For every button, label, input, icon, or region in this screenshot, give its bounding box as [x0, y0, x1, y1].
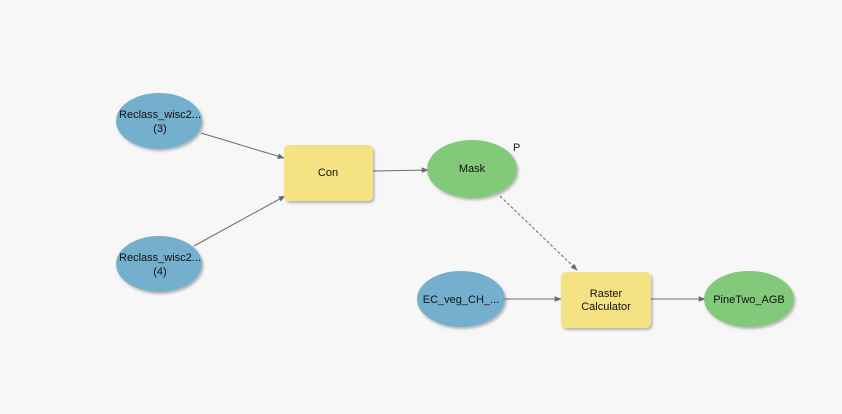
tool-node-raster-calculator[interactable]: Raster Calculator [561, 272, 651, 328]
connector-mask-to-raster-calculator[interactable] [499, 195, 578, 271]
connector-reclass4-to-con[interactable] [193, 195, 286, 247]
node-label: Mask [459, 163, 486, 175]
input-node-ec-veg[interactable]: EC_veg_CH_... [417, 271, 505, 327]
connector-reclass3-to-con[interactable] [200, 132, 285, 159]
node-sublabel: (4) [153, 266, 166, 278]
connector-con-to-mask[interactable] [372, 167, 429, 173]
node-label: Con [318, 167, 338, 179]
node-label: Reclass_wisc2... [119, 252, 201, 264]
node-sublabel: Calculator [581, 301, 631, 313]
tool-node-con[interactable]: Con [284, 145, 373, 201]
derived-node-mask[interactable]: Mask [427, 140, 517, 198]
node-label: Reclass_wisc2... [119, 109, 201, 121]
node-label: PineTwo_AGB [713, 294, 785, 306]
node-sublabel: (3) [153, 123, 166, 135]
input-node-reclass-3[interactable]: Reclass_wisc2... (3) [116, 93, 202, 149]
derived-node-pinetwo-agb[interactable]: PineTwo_AGB [704, 271, 794, 327]
parameter-marker: P [513, 142, 520, 154]
node-label: Raster [590, 288, 623, 300]
node-label: EC_veg_CH_... [423, 294, 499, 306]
input-node-reclass-4[interactable]: Reclass_wisc2... (4) [116, 236, 202, 292]
